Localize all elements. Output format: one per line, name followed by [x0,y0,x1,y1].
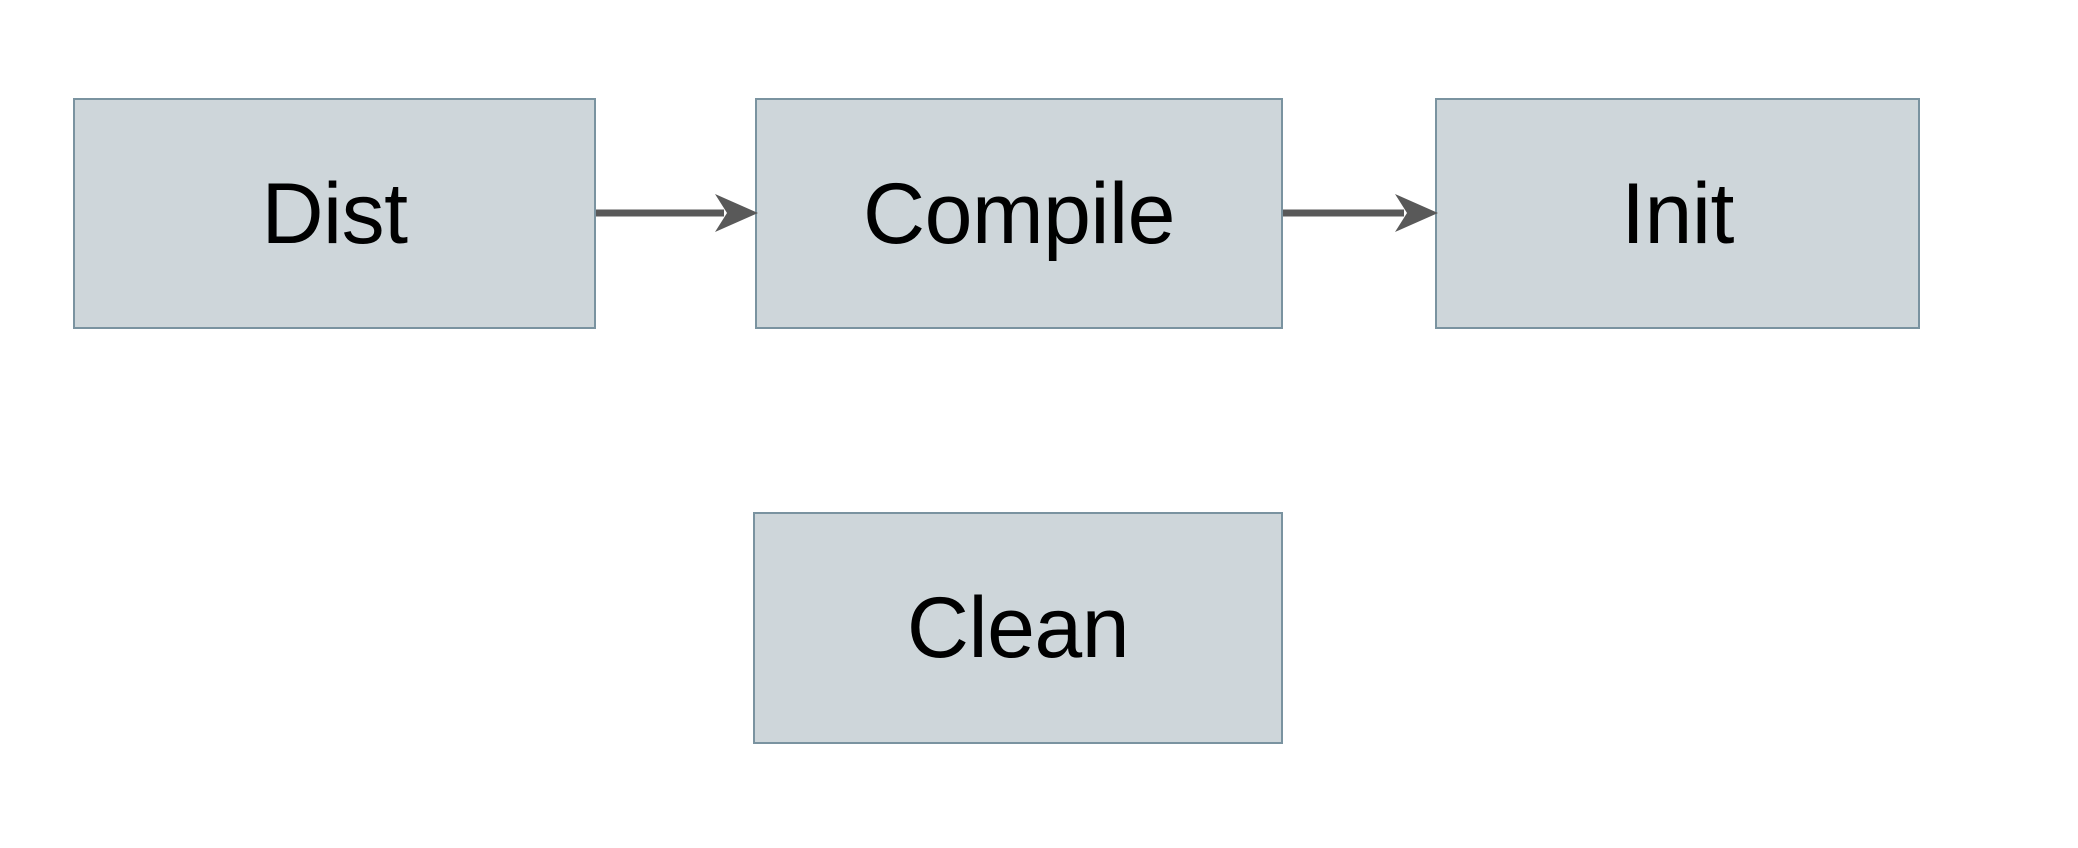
diagram-node-compile[interactable]: Compile [755,98,1283,329]
arrow-right-icon [1283,194,1438,232]
diagram-node-dist[interactable]: Dist [73,98,596,329]
diagram-node-init[interactable]: Init [1435,98,1920,329]
arrow-right-icon [596,194,758,232]
node-label: Dist [261,165,408,262]
diagram-edge-compile-to-init[interactable] [1283,190,1438,236]
node-label: Clean [906,580,1130,676]
diagram-node-clean[interactable]: Clean [753,512,1283,744]
node-label: Init [1621,165,1734,262]
node-label: Compile [863,165,1175,262]
diagram-edge-dist-to-compile[interactable] [596,190,758,236]
